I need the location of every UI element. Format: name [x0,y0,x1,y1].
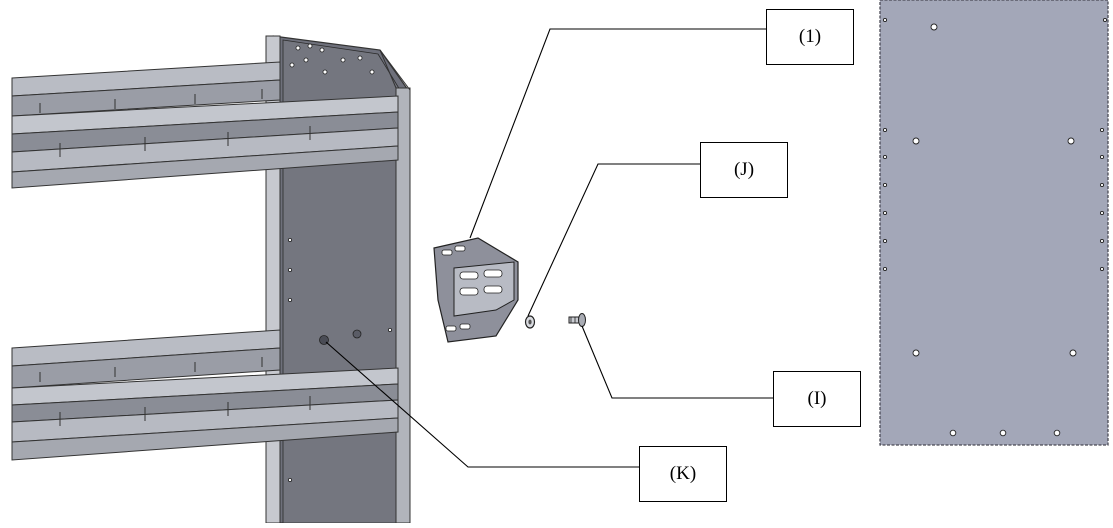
wall-panel-icon [879,0,1109,446]
shelf-unit-icon [11,35,411,524]
lower-shelf [11,329,399,461]
leader-line-1 [469,28,766,239]
washer-icon [524,315,536,329]
callout-part-k: (K) [639,446,727,502]
callout-part-j: (J) [700,142,788,198]
callout-part-i: (I) [773,371,861,427]
leader-lines [325,28,773,468]
callout-part-1: (1) [766,9,854,65]
leader-line-i [581,325,773,399]
mounting-bracket-icon [433,237,519,343]
upper-shelf [11,61,399,189]
bolt-icon [568,313,586,327]
wall-panel-holes [882,17,1108,437]
leader-line-j [527,163,700,317]
leader-line-k [325,341,639,468]
